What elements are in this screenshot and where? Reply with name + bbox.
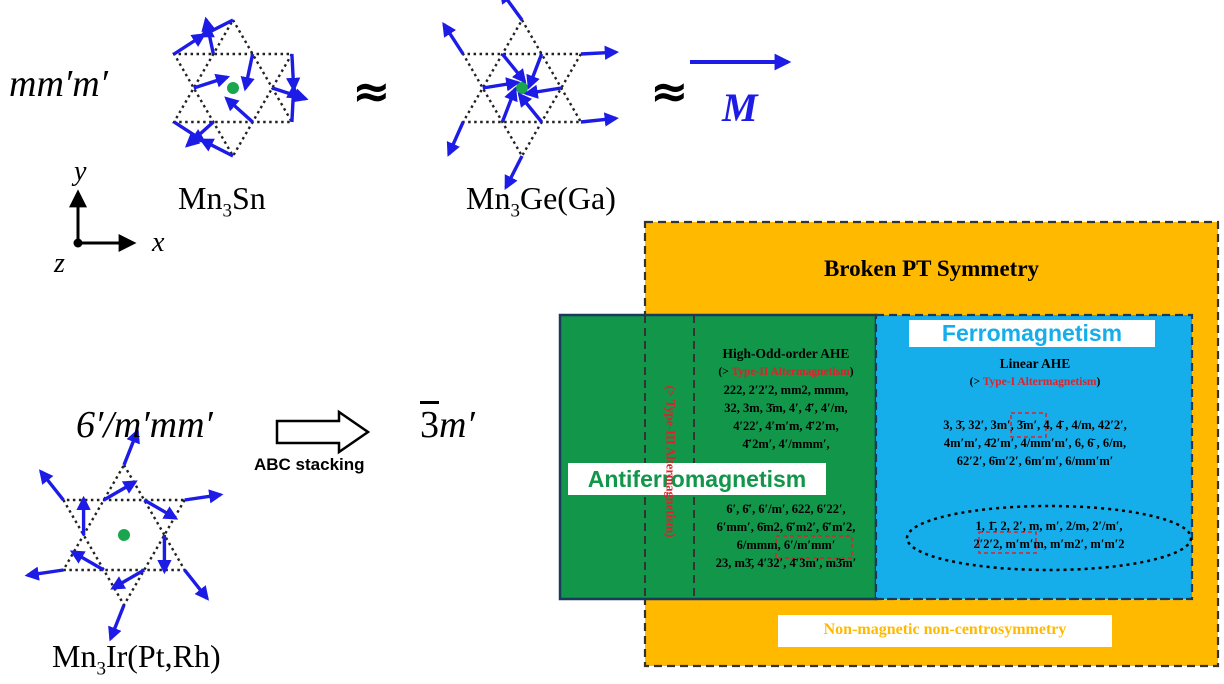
spin-arrow [523,84,562,99]
non-magnetic-label: Non-magnetic non-centrosymmetry [823,621,1067,638]
hollow-arrow [275,409,371,455]
moment-label: M [722,85,758,130]
lattice-triangle [461,52,583,159]
spin-arrow [110,568,146,590]
spin-arrow [184,120,215,148]
high-odd-group2-line: 6′, 6̄′, 6′/m′, 622, 6′22′, [726,502,846,516]
high-odd-block: High-Odd-order AHE (> Type-II Altermagne… [697,345,875,453]
spin-arrow [286,83,301,123]
spin-arrow [442,21,465,55]
spin-arrow [108,604,126,642]
spin-arrow [173,120,207,143]
lattice-triangle [461,17,583,124]
spin-arrow [224,96,254,124]
high-odd-group2-line: 23, m3̄, 4′32′, 4̄′3m′, m3̄m′ [715,556,857,570]
label-bg-non-magnetic [778,615,1112,647]
result-symmetry-label: 3m′ [420,404,475,446]
axis-z-label: z [54,248,65,279]
highlight-mmm-box [978,531,1037,554]
linear-group-line: 4m′m′, 4̄2′m′, 4/mm′m′, 6, 6̄ , 6/m, [943,436,1127,450]
highlight-3m-box [1010,412,1047,438]
spin-arrow [580,112,619,127]
label-bg-antiferro [568,463,826,495]
spin-arrow [198,18,234,38]
spin-arrow [193,73,231,90]
ferro-title: Ferromagnetism [941,320,1123,346]
spin-arrow [580,45,620,60]
mn3ge-label: Mn3Ge(Ga) [466,180,616,222]
mn3ir-lattice [24,428,224,642]
spin-arrow [501,52,527,84]
center-dot [118,529,130,541]
axis-x-label: x [152,227,165,258]
spin-arrow [286,53,301,93]
approx-sign-1: ≈ [352,64,391,118]
spin-arrow [198,138,234,158]
spin-arrow [102,480,138,502]
highlight-6m-box [775,535,853,559]
lattice-triangle [172,17,294,124]
spin-arrow [446,121,465,157]
label-bg-ferro [909,320,1155,347]
high-odd-group1-line: 4̄′2m′, 4′/mmm′, [742,437,830,451]
lattice-triangle [172,52,294,159]
dotted-ellipse [905,504,1193,572]
lattice-triangle [61,462,187,572]
mn3sn-label: Mn3Sn [178,180,266,222]
spin-arrow [122,428,140,466]
spin-arrow [482,77,521,92]
antiferro-box [558,313,878,601]
broken-pt-title: Broken PT Symmetry [823,256,1040,281]
ferro-box [874,313,1194,601]
spin-arrow [271,86,309,103]
antiferro-title: Antiferromagnetism [587,466,807,492]
ellipse-line: 2′2′2, m′m′m, m′m2′, m′m′2 [973,537,1125,551]
high-odd-group1-line: 32, 3m, 3̄m, 4′, 4̄′, 4′/m, [724,401,848,415]
spin-arrow [517,92,543,124]
high-odd-subtitle: (> Type-II Altermagnetism) [718,366,854,378]
linear-ahe-block: Linear AHE (> Type-I Altermagnetism) [900,355,1170,391]
linear-group-line: 3, 3̄, 32′, 3m′, 3̄m′, 4, 4̄ , 4/m, 42′2… [943,418,1127,432]
mn3ir-label: Mn3Ir(Pt,Rh) [52,638,221,680]
spin-arrow [240,53,255,92]
abc-stacking-label: ABC stacking [254,455,365,474]
spin-arrow [499,0,524,21]
center-dot [227,82,239,94]
linear-group-line: 62′2′, 6̄m′2′, 6m′m′, 6/mm′m′ [956,454,1114,468]
approx-sign-2: ≈ [650,64,689,118]
axis-y-label: y [74,156,87,187]
spin-arrow [24,566,64,581]
high-odd-group1-line: 4′22′, 4′m′m, 4̄′2′m, [733,419,839,433]
linear-ahe-title: Linear AHE [999,356,1071,371]
lattice-triangle [61,498,187,608]
linear-ahe-subtitle: (> Type-I Altermagnetism) [969,376,1101,388]
linear-ahe-groups: 3, 3̄, 32′, 3m′, 3̄m′, 4, 4̄ , 4/m, 42′2… [900,416,1170,470]
symmetry-label-mmm: mm′m′ [9,63,108,105]
spin-arrow [184,489,224,504]
mn3sn-lattice [172,16,309,159]
high-odd-title: High-Odd-order AHE [722,346,850,361]
high-odd-group1-line: 222, 2′2′2, mm2, mmm, [723,383,849,397]
ellipse-groups: 1, 1̄, 2, 2′, m, m′, 2/m, 2′/m′, 2′2′2, … [920,517,1178,553]
spin-arrow [69,550,105,572]
spin-arrow [201,16,216,55]
spin-arrow [183,568,210,601]
type3-vertical-label: (> Type-III Altermagnetism) [663,385,678,538]
high-odd-group2-line: 6′mm′, 6̄m2, 6̄′m2′, 6̄′m′2, [716,520,856,534]
high-odd-group2-line: 6/mmm, 6′/m′mm′ [736,538,836,552]
ellipse-line: 1, 1̄, 2, 2′, m, m′, 2/m, 2′/m′, [975,519,1123,533]
symmetry-label-6mmm: 6′/m′mm′ [76,404,213,446]
spin-arrow [143,498,179,520]
coordinate-axes [69,189,137,252]
spin-arrow [504,155,524,191]
spin-arrow [173,33,207,56]
spin-arrow [526,53,544,90]
spin-arrow [38,469,65,502]
mn3ge-lattice [442,0,620,191]
high-odd-group2: 6′, 6̄′, 6′/m′, 622, 6′22′, 6′mm′, 6̄m2,… [697,500,875,572]
spin-arrow [500,86,518,123]
